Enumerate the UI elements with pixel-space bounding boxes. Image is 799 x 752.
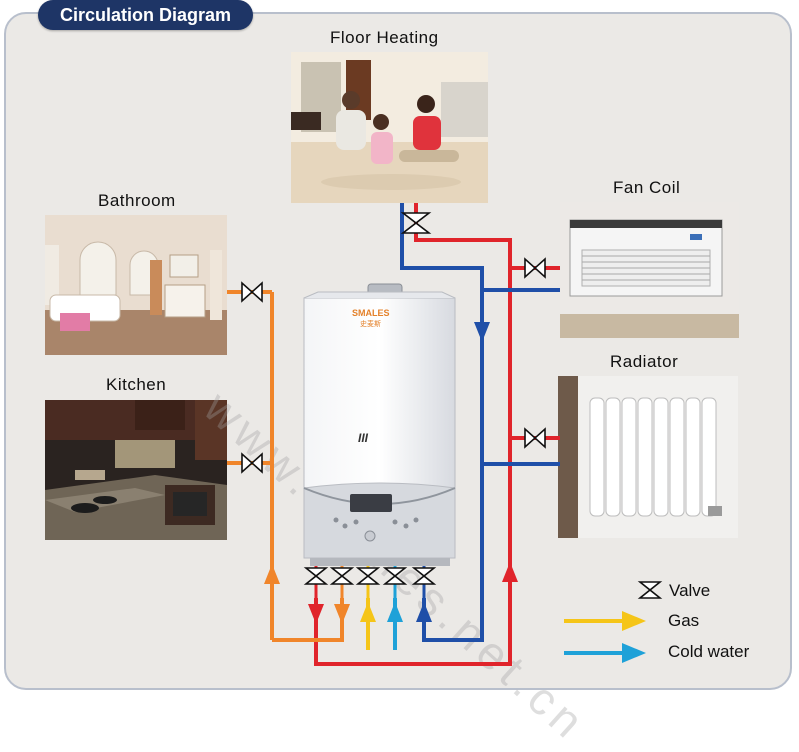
legend [564,581,663,663]
pipe-dhw-main [272,598,344,642]
valve-icon [355,567,381,585]
arrow-supply-down [308,604,324,624]
boiler-brand-text: SMALES [352,308,390,318]
circulation-diagram: SMALES 史麦斯 III [227,203,663,666]
valve-icon [329,567,355,585]
kitchen-photo [45,400,227,540]
legend-cold-water-label: Cold water [668,642,750,661]
arrow-dhw-down [334,604,350,624]
label-kitchen: Kitchen [106,375,167,394]
arrow-cold-up [387,602,403,622]
pipe-floor-return [400,203,484,642]
valve-icon [241,452,263,474]
valve-icon [241,281,263,303]
valve-icon [524,257,546,279]
bathroom-photo [45,215,227,355]
diagram-title: Circulation Diagram [38,0,254,30]
boiler-unit [303,283,456,566]
radiator-photo [558,376,738,538]
label-floor-heating: Floor Heating [330,28,439,47]
valve-icon [303,567,329,585]
arrow-dhw-up [264,564,280,584]
arrow-return-up [416,602,432,622]
arrow-floor-return-down [474,322,490,342]
valve-icon [411,567,437,585]
valve-icon [524,427,546,449]
valve-icon [400,212,432,234]
pipe-floor-supply [314,203,512,666]
arrow-floor-supply-up [502,562,518,582]
flow-arrows [264,322,518,624]
legend-gas-label: Gas [668,611,700,630]
legend-valve-icon [637,581,663,599]
label-radiator: Radiator [610,352,679,371]
legend-gas-arrow [622,611,646,631]
floor-heating-photo [291,52,488,203]
legend-valve-label: Valve [669,581,711,600]
boiler-badge: III [358,431,369,445]
boiler-brand-sub-text: 史麦斯 [360,319,381,328]
label-fan-coil: Fan Coil [613,178,681,197]
valve-icon [382,567,408,585]
label-bathroom: Bathroom [98,191,176,210]
arrow-gas-up [360,602,376,622]
fan-coil-photo [560,202,739,338]
legend-cold-water-arrow [622,643,646,663]
valves [241,212,546,585]
